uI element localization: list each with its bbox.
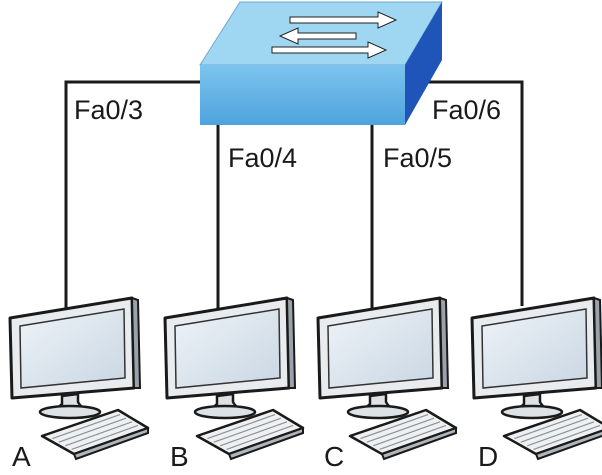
cables <box>64 80 524 312</box>
keyboard-key-row <box>372 421 441 447</box>
keyboard-key-row <box>520 417 589 443</box>
desktop-computer-icon <box>470 296 602 461</box>
monitor-base <box>500 404 564 420</box>
monitor-side <box>438 296 450 389</box>
monitor-side <box>130 296 142 389</box>
keyboard-key-row <box>207 414 276 440</box>
keyboard-key-row <box>514 414 583 440</box>
port-label-fa0-4: Fa0/4 <box>228 143 298 173</box>
monitor-side <box>592 296 602 389</box>
keyboard-key-row <box>533 424 601 450</box>
keyboard-key-row <box>52 414 121 440</box>
keyboard-edge <box>72 426 149 461</box>
cable-d <box>412 80 524 306</box>
keyboard <box>502 408 602 456</box>
host-label-c: C <box>324 441 345 472</box>
keyboard-key-row <box>366 417 435 443</box>
switch-arrows <box>271 11 398 59</box>
cable-a <box>64 80 205 312</box>
keyboard-key-row <box>71 424 139 450</box>
desktop-computer-icon <box>163 296 305 461</box>
keyboard-key-row <box>526 421 595 447</box>
keyboard-edge <box>227 426 304 461</box>
keyboard-key-row <box>379 424 447 450</box>
switch-front-face <box>200 65 405 125</box>
monitor-screen <box>174 308 281 389</box>
keyboard-edge <box>380 426 457 461</box>
port-label-fa0-6: Fa0/6 <box>432 95 502 125</box>
keyboard-key-row <box>213 417 282 443</box>
monitor-screen <box>481 308 588 389</box>
monitor-base <box>38 404 102 420</box>
keyboard-key-row <box>360 414 429 440</box>
keyboard-key-row <box>226 424 294 450</box>
host-label-a: A <box>12 441 31 472</box>
port-label-fa0-3: Fa0/3 <box>74 95 144 125</box>
port-label-fa0-5: Fa0/5 <box>383 143 453 173</box>
desktop-computer-icon <box>316 296 458 461</box>
keyboard-edge <box>534 429 602 461</box>
network-switch-icon <box>199 1 443 125</box>
host-label-b: B <box>170 441 189 472</box>
monitor-base <box>346 404 410 420</box>
keyboard-key-row <box>58 417 127 443</box>
keyboard-key-row <box>64 421 133 447</box>
monitor-base <box>193 404 257 420</box>
monitor-side <box>285 296 297 389</box>
desktop-computer-icon <box>8 296 150 461</box>
monitor-screen <box>327 308 434 389</box>
host-label-d: D <box>478 441 499 472</box>
keyboard-key-row <box>219 421 288 447</box>
switch-side-face <box>405 2 442 125</box>
monitor-screen <box>19 308 126 389</box>
